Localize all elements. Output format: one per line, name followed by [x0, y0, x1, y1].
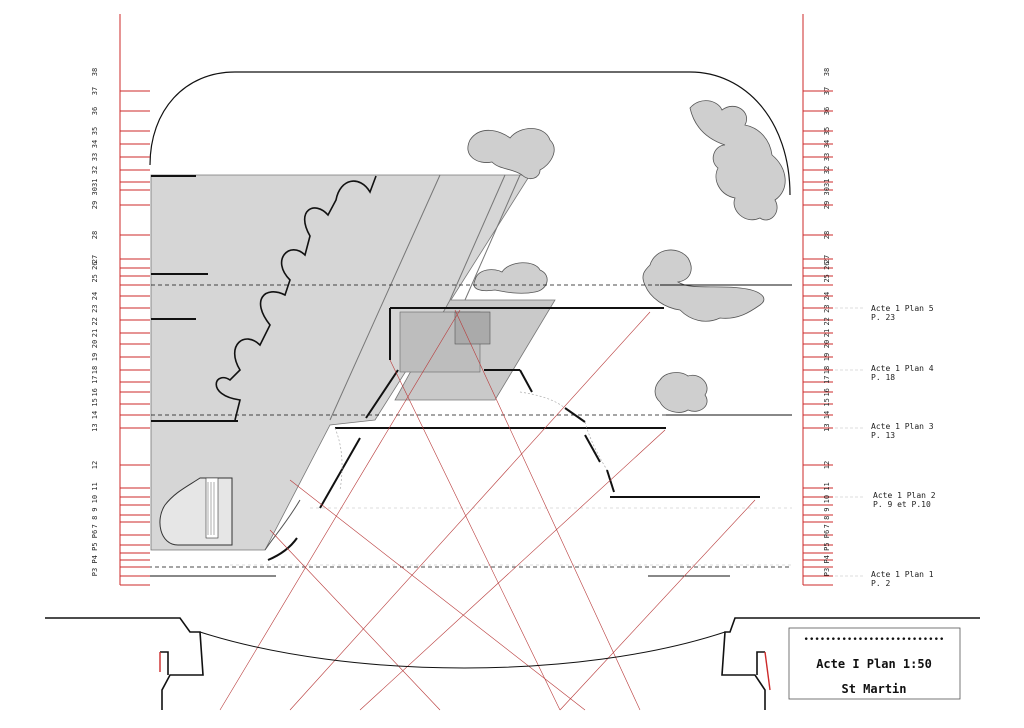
annot-plan4-title: Acte 1 Plan 4 [871, 364, 934, 373]
cartouche-subtitle: St Martin [841, 682, 906, 696]
ruler-label: 24 [823, 292, 831, 300]
ruler-label: 19 [823, 353, 831, 361]
ruler-label: 22 23 [91, 304, 99, 325]
ruler-label: 3031 [91, 179, 99, 196]
ruler-label: 16 17 [823, 375, 831, 396]
grand-piano [159, 477, 233, 546]
annot-plan1-title: Acte 1 Plan 1 [871, 570, 934, 579]
cyclorama-curve [149, 71, 791, 196]
foliage-cloud-3 [473, 262, 548, 294]
annotations: Acte 1 Plan 5 P. 23 Acte 1 Plan 4 P. 18 … [871, 304, 936, 588]
annot-plan3-title: Acte 1 Plan 3 [871, 422, 934, 431]
ruler-label: P3 P4 P5 P6 [823, 530, 831, 576]
ruler-label: 35 [91, 127, 99, 135]
foliage-cloud-4 [642, 249, 765, 322]
ruler-label: 13 14 15 [91, 398, 99, 432]
ruler-label: 34 [91, 140, 99, 148]
ruler-label: 12 [823, 461, 831, 469]
platform-bed [454, 311, 491, 345]
ruler-label: 20 [91, 340, 99, 348]
ruler-label: 18 [91, 366, 99, 374]
ruler-label: 33 [91, 153, 99, 161]
annot-plan4-page: P. 18 [871, 373, 895, 382]
sight-lines [219, 309, 756, 711]
cartouche-title: Acte I Plan 1:50 [816, 657, 932, 671]
ruler-label: P3 P4 P5 P6 [91, 530, 99, 576]
ruler-label: 33 [823, 153, 831, 161]
annotation-leaders [835, 307, 865, 577]
ruler-label: 32 [91, 166, 99, 174]
annot-plan1-page: P. 2 [871, 579, 890, 588]
foliage-cloud-1 [467, 128, 555, 180]
annot-plan2-page: P. 9 et P.10 [873, 500, 931, 509]
ruler-label: 19 [91, 353, 99, 361]
annot-plan5-title: Acte 1 Plan 5 [871, 304, 934, 313]
ruler-label: 7 8 [91, 516, 99, 529]
ruler-label: 32 [823, 166, 831, 174]
ruler-label: 13 14 15 [823, 398, 831, 432]
ruler-label: 20 [823, 340, 831, 348]
foliage-cloud-5 [654, 372, 708, 413]
ruler-label: 36 [91, 107, 99, 115]
ruler-label: 9 10 11 [91, 482, 99, 512]
ruler-label: 24 [91, 292, 99, 300]
rail-2 [449, 174, 506, 301]
ruler-label: 28 [91, 231, 99, 239]
ruler-label: 34 [823, 140, 831, 148]
annot-plan3-page: P. 13 [871, 431, 895, 440]
ruler-label: 18 [823, 366, 831, 374]
ruler-label: 27 [91, 255, 99, 263]
floor-corner [264, 499, 301, 551]
ruler-label: 7 8 [823, 516, 831, 529]
walls [151, 175, 760, 561]
ruler-label: 16 17 [91, 375, 99, 396]
scalloped-wall [215, 175, 377, 421]
ruler-label: 27 [823, 255, 831, 263]
ruler-label: 37 [823, 87, 831, 95]
door-swings [334, 391, 608, 491]
ruler-label: 25 26 [823, 261, 831, 282]
ruler-label: 22 23 [823, 304, 831, 325]
ruler-label: 38 [91, 68, 99, 76]
ruler-label: 21 [823, 329, 831, 337]
annot-plan5-page: P. 23 [871, 313, 895, 322]
annot-plan2-title: Acte 1 Plan 2 [873, 491, 936, 500]
ruler-label: 29 [823, 201, 831, 209]
cartouche-dots: •••••••••••••••••••••••••• [804, 635, 945, 645]
ruler-label: 25 26 [91, 261, 99, 282]
cartouche: •••••••••••••••••••••••••• Acte I Plan 1… [788, 627, 961, 700]
ruler-label: 37 [91, 87, 99, 95]
foliage-cloud-2 [689, 100, 786, 221]
rail-1 [329, 174, 441, 421]
ruler-label: 29 [91, 201, 99, 209]
ruler-label: 9 10 11 [823, 482, 831, 512]
rail-3 [464, 174, 521, 301]
ruler-label: 38 [823, 68, 831, 76]
proscenium [45, 617, 980, 710]
ruler-label: 3031 [823, 179, 831, 196]
ruler-label: 35 [823, 127, 831, 135]
ruler-label: 12 [91, 461, 99, 469]
ruler-label: 21 [91, 329, 99, 337]
ruler-label: 28 [823, 231, 831, 239]
foliage-group [467, 100, 786, 413]
ruler-label: 36 [823, 107, 831, 115]
